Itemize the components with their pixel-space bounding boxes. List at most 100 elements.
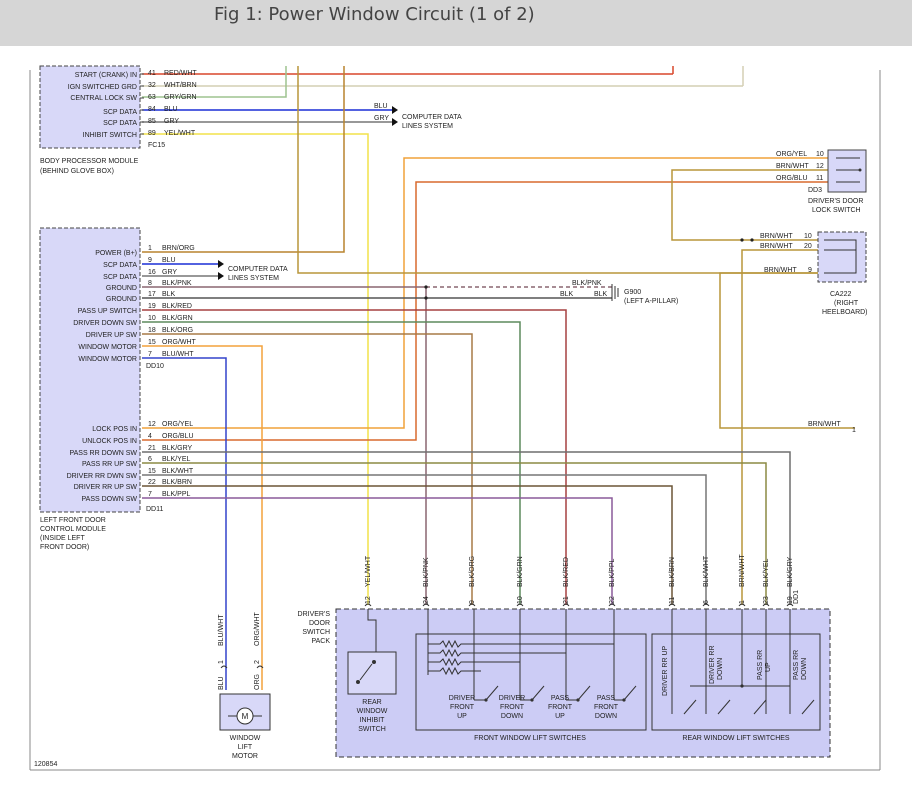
lfdcm-label-u7: DRIVER UP SW — [86, 332, 138, 339]
pack-pin-9: 23 — [763, 596, 770, 604]
lock-wire-1: BRN/WHT — [776, 163, 809, 170]
pack-pin-10: 19 — [787, 596, 794, 604]
lfdcm-label-u0: POWER (B+) — [95, 250, 137, 257]
wire-org-blu — [142, 181, 828, 441]
pack-connector: DD1 — [793, 590, 800, 604]
lfdcm-upper-labels: POWER (B+) SCP DATA SCP DATA GROUND GROU… — [73, 250, 137, 363]
lfdcm-label-u6: DRIVER DOWN SW — [73, 320, 137, 327]
pack-title-2: SWITCH — [302, 629, 330, 636]
bcm-label-1: IGN SWITCHED GRD — [68, 84, 137, 91]
rear-switch-labels: DRIVER RR UP DRIVER RR DOWN PASS RR UP P… — [662, 645, 808, 696]
bcm-caption-1: (BEHIND GLOVE BOX) — [40, 168, 114, 175]
wire-ca222-9 — [297, 66, 818, 274]
inhibit-line-3: SWITCH — [358, 726, 386, 733]
wire-blk-ppl — [142, 497, 613, 605]
lfdcm-pin-u8: 15 — [148, 339, 156, 346]
lfdcm-wire-l4: BLK/WHT — [162, 468, 194, 475]
cd-top-line-1: LINES SYSTEM — [402, 123, 453, 130]
lfdcm-pin-u9: 7 — [148, 351, 152, 358]
ca222-pin-2: 9 — [808, 267, 812, 274]
fs-0-1: FRONT — [450, 704, 475, 711]
wire-brn-org — [142, 66, 345, 253]
lfdcm-pin-l4: 15 — [148, 468, 156, 475]
bcm-label-0: START (CRANK) IN — [75, 72, 137, 79]
ca222-caption-1: (RIGHT — [834, 300, 859, 307]
pack-title-3: PACK — [311, 638, 330, 645]
lfdcm-wire-u4: BLK — [162, 291, 176, 298]
ground-g900: BLK/PNK BLK BLK G900 (LEFT A-PILLAR) — [424, 280, 678, 305]
lfdcm-pin-l0: 12 — [148, 421, 156, 428]
lfdcm-label-u9: WINDOW MOTOR — [78, 356, 137, 363]
bcm-label-2: CENTRAL LOCK SW — [70, 95, 137, 102]
lfdcm-wire-u5: BLK/RED — [162, 303, 192, 310]
brn-wht-right: BRN/WHT 1 — [808, 421, 856, 434]
rs-3-0: PASS RR — [793, 650, 800, 680]
lfdcm-wire-l1: ORG/BLU — [162, 433, 194, 440]
computer-data-mid: COMPUTER DATA LINES SYSTEM — [218, 260, 288, 282]
ca222-pin-1: 20 — [804, 243, 812, 250]
bcm-pin-3: 84 — [148, 106, 156, 113]
pack-wire-8: BRN/WHT — [739, 554, 746, 587]
lock-caption-0: DRIVER'S DOOR — [808, 198, 863, 205]
lfdcm-lower-wires: ORG/YEL ORG/BLU BLK/GRY BLK/YEL BLK/WHT … — [162, 421, 194, 498]
lfdcm-label-l1: UNLOCK POS IN — [82, 438, 137, 445]
bcm-wire-1: WHT/BRN — [164, 82, 197, 89]
ground-wire-left: BLK — [560, 291, 574, 298]
rs-2-1: UP — [765, 662, 772, 672]
lfdcm-label-u4: GROUND — [106, 296, 137, 303]
rear-group-label: REAR WINDOW LIFT SWITCHES — [682, 735, 790, 742]
cd-top-wire-0: BLU — [374, 103, 388, 110]
ground-location: (LEFT A-PILLAR) — [624, 298, 678, 305]
pack-wire-2: BLK/ORG — [469, 556, 476, 587]
motor-wire-1: ORG/WHT — [254, 611, 261, 646]
computer-data-top: BLU GRY COMPUTER DATA LINES SYSTEM — [374, 103, 462, 130]
cd-mid-line-1: LINES SYSTEM — [228, 275, 279, 282]
wire-org-wht — [142, 345, 263, 690]
wire-org-yel — [142, 157, 828, 429]
lfdcm-wire-u8: ORG/WHT — [162, 339, 197, 346]
lfdcm-connector-upper: DD10 — [146, 363, 164, 370]
wire-blk-red — [142, 309, 567, 605]
lock-wire-2: ORG/BLU — [776, 175, 808, 182]
wire-gry-grn — [142, 66, 287, 98]
wire-brn-wht-lock — [671, 169, 828, 241]
lfdcm-pin-u3: 8 — [148, 280, 152, 287]
fs-3-0: PASS — [597, 695, 615, 702]
pack-wire-6: BLK/BRN — [669, 557, 676, 587]
pack-title-0: DRIVER'S — [298, 611, 331, 618]
ca222-caption-0: CA222 — [830, 291, 852, 298]
cd-top-wire-1: GRY — [374, 115, 389, 122]
motor-caption-0: WINDOW — [230, 735, 261, 742]
drivers-door-switch-pack: DRIVER'S DOOR SWITCH PACK YEL/WHT BLK/PN… — [298, 554, 831, 758]
motor-wire-0: BLU/WHT — [218, 614, 225, 646]
pack-pin-1: 24 — [423, 596, 430, 604]
lfdcm-caption-2: (INSIDE LEFT — [40, 535, 85, 542]
lfdcm-wire-l0: ORG/YEL — [162, 421, 193, 428]
ground-wire-top: BLK/PNK — [572, 280, 602, 287]
pack-wire-0: YEL/WHT — [365, 555, 372, 587]
lfdcm-wire-u1: BLU — [162, 257, 176, 264]
lfdcm-pin-u5: 19 — [148, 303, 156, 310]
pack-pin-8: 1 — [739, 600, 746, 604]
wire-blk-gry — [142, 451, 791, 605]
lfdcm-label-l2: PASS RR DOWN SW — [69, 450, 137, 457]
lock-pin-2: 11 — [816, 175, 823, 182]
fs-2-0: PASS — [551, 695, 569, 702]
lfdcm-pin-u6: 10 — [148, 315, 156, 322]
cd-top-line-0: COMPUTER DATA — [402, 114, 462, 121]
lfdcm-pin-u1: 9 — [148, 257, 152, 264]
pack-pin-labels: 12 24 9 10 21 22 11 6 1 23 19 DD1 — [365, 590, 800, 604]
ca222-wire-0: BRN/WHT — [760, 233, 793, 240]
lfdcm-wire-l3: BLK/YEL — [162, 456, 191, 463]
bcm-label-4: SCP DATA — [103, 120, 137, 127]
pack-title-1: DOOR — [309, 620, 330, 627]
lock-pin-1: 12 — [816, 163, 824, 170]
lock-connector: DD3 — [808, 187, 822, 194]
lfdcm-pin-l1: 4 — [148, 433, 152, 440]
brn-wht-right-pin: 1 — [852, 427, 856, 434]
rs-2-0: PASS RR — [757, 650, 764, 680]
pack-wire-10: BLK/GRY — [787, 556, 794, 587]
lfdcm-pin-u7: 18 — [148, 327, 156, 334]
motor-pin-1: 2 — [254, 660, 261, 664]
lfdcm-wire-u2: GRY — [162, 269, 177, 276]
